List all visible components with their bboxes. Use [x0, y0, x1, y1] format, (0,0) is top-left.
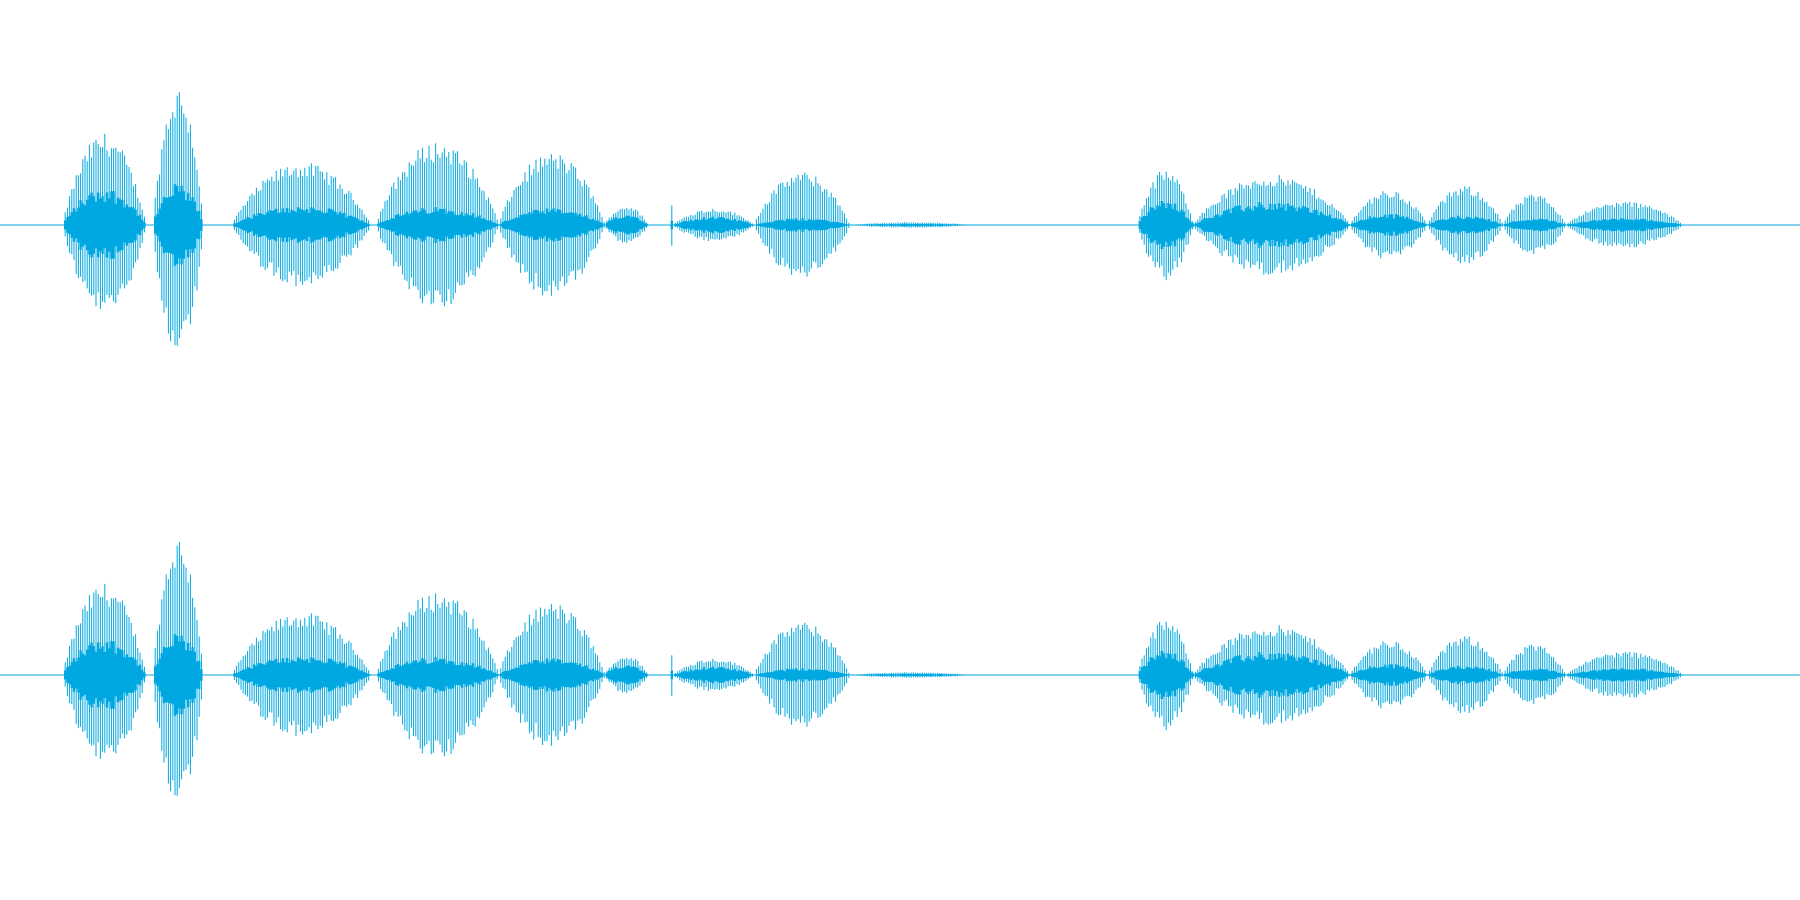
waveform-body	[64, 634, 1684, 716]
waveform-channel-left	[0, 92, 1800, 346]
waveform-channel-right	[0, 542, 1800, 796]
waveform-body	[64, 184, 1684, 266]
